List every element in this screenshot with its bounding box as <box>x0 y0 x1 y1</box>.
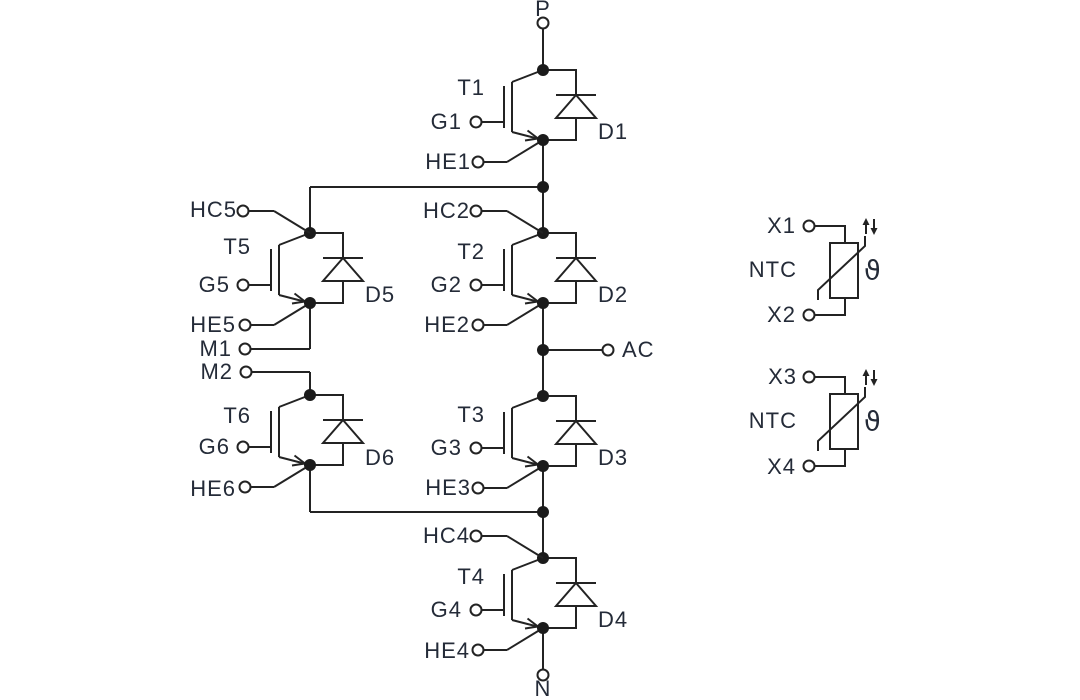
igbt-cell-t3 <box>469 389 597 495</box>
main-bus-wires <box>238 16 615 682</box>
terminal-label-ac: AC <box>622 337 655 362</box>
emitter-label-he5: HE5 <box>190 312 236 337</box>
gate-label-g6: G6 <box>198 434 230 459</box>
aux-collector-tap-hc2 <box>469 204 544 234</box>
aux-collector-tap-hc4 <box>469 529 544 559</box>
diode-label-d4: D4 <box>598 607 629 632</box>
gate-label-g2: G2 <box>430 272 462 297</box>
emitter-label-he6: HE6 <box>190 476 236 501</box>
igbt-cell-t1 <box>469 63 597 169</box>
terminal-label-m2: M2 <box>200 359 233 384</box>
gate-label-g5: G5 <box>198 272 230 297</box>
collector-label-hc2: HC2 <box>422 198 470 223</box>
diode-label-d1: D1 <box>598 119 629 144</box>
transistor-label-t2: T2 <box>457 239 485 264</box>
ntc2-label: NTC <box>748 408 797 433</box>
emitter-label-he1: HE1 <box>425 149 471 174</box>
ntc1-label: NTC <box>748 257 797 282</box>
emitter-label-he4: HE4 <box>424 638 470 663</box>
diode-label-d2: D2 <box>598 282 629 307</box>
igbt-cell-t6 <box>236 388 364 494</box>
gate-label-g1: G1 <box>430 109 462 134</box>
collector-label-hc4: HC4 <box>422 523 470 548</box>
igbt-cell-t4 <box>469 551 597 657</box>
m2-terminal-circle <box>239 365 253 379</box>
igbt-cell-t2 <box>469 226 597 332</box>
transistor-label-t4: T4 <box>457 564 485 589</box>
m1-terminal-circle <box>238 342 252 356</box>
terminal-label-x3: X3 <box>768 364 797 389</box>
transistor-label-t5: T5 <box>223 234 251 259</box>
diode-label-d3: D3 <box>598 445 629 470</box>
gate-label-g4: G4 <box>430 597 462 622</box>
transistor-label-t3: T3 <box>457 402 485 427</box>
igbt-cell-t5 <box>236 226 364 332</box>
diode-label-d5: D5 <box>365 282 396 307</box>
emitter-label-he2: HE2 <box>424 312 470 337</box>
terminal-label-m1: M1 <box>199 336 232 361</box>
transistor-label-t1: T1 <box>457 75 485 100</box>
terminal-label-x4: X4 <box>767 454 796 479</box>
n-terminal-circle <box>536 668 550 682</box>
gate-label-g3: G3 <box>430 435 462 460</box>
emitter-label-he3: HE3 <box>425 475 471 500</box>
terminal-label-x1: X1 <box>767 213 796 238</box>
collector-label-hc5: HC5 <box>189 197 237 222</box>
theta-symbol-2: ϑ <box>864 406 881 438</box>
transistor-label-t6: T6 <box>223 403 251 428</box>
terminal-label-p: P <box>535 0 551 21</box>
terminal-label-n: N <box>534 676 552 700</box>
aux-collector-tap-hc5 <box>236 204 311 234</box>
diode-label-d6: D6 <box>365 445 396 470</box>
theta-symbol-1: ϑ <box>864 255 881 287</box>
ac-terminal-circle <box>601 343 615 357</box>
terminal-label-x2: X2 <box>767 302 796 327</box>
